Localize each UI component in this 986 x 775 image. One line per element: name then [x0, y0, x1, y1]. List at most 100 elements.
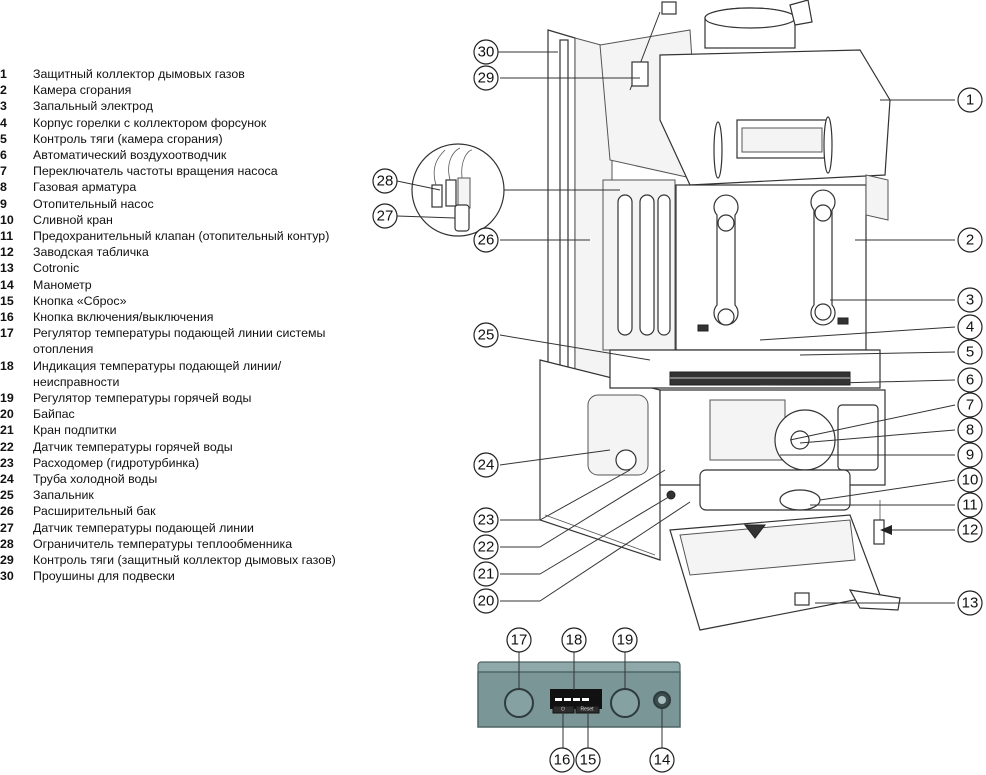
callout-21: 21	[473, 561, 499, 587]
legend-item-number: 14	[0, 277, 14, 292]
legend-item-text: Кнопка включения/выключения	[33, 310, 214, 325]
legend-item: 25 Запальник	[0, 487, 370, 503]
legend-item-number: 13	[0, 261, 14, 276]
legend-item-number: 20	[0, 407, 14, 422]
svg-text:9: 9	[966, 447, 974, 464]
legend-item: 10 Сливной кран	[0, 212, 370, 228]
legend-item-text: Запальник	[33, 488, 94, 503]
legend-item: 26 Расширительный бак	[0, 503, 370, 519]
legend-item-number: 21	[0, 423, 14, 438]
svg-text:25: 25	[478, 327, 495, 344]
svg-text:19: 19	[617, 632, 634, 649]
power-symbol: ⏻	[561, 707, 565, 713]
svg-text:26: 26	[478, 232, 495, 249]
legend-item: 30 Проушины для подвески	[0, 568, 370, 584]
legend-item-number: 9	[0, 196, 7, 211]
heating-temp-knob[interactable]	[504, 688, 534, 718]
legend-item: 4 Корпус горелки с коллектором форсунок	[0, 115, 370, 131]
legend-item-text: Корпус горелки с коллектором форсунок	[33, 115, 267, 130]
callout-12: 12	[957, 517, 983, 543]
svg-text:13: 13	[962, 595, 979, 612]
callout-4: 4	[957, 314, 983, 340]
legend-item-number: 24	[0, 472, 14, 487]
legend-item-number: 2	[0, 83, 7, 98]
legend-item-number: 25	[0, 488, 14, 503]
legend-item-text: Заводская табличка	[33, 245, 149, 260]
callout-3: 3	[957, 287, 983, 313]
legend-item-text: Расширительный бак	[33, 504, 156, 519]
burner	[609, 349, 881, 389]
legend-item-number: 11	[0, 229, 14, 244]
legend-item-number: 22	[0, 439, 14, 454]
svg-text:12: 12	[962, 522, 979, 539]
flue-gas-collector	[599, 0, 891, 186]
callout-10: 10	[957, 467, 983, 493]
callout-27: 27	[372, 203, 398, 229]
svg-text:3: 3	[966, 292, 974, 309]
callout-7: 7	[957, 392, 983, 418]
callout-2: 2	[957, 227, 983, 253]
svg-text:23: 23	[478, 512, 495, 529]
svg-text:21: 21	[478, 566, 495, 583]
legend-item-text: Переключатель частоты вращения насоса	[33, 164, 278, 179]
legend-item-text: Байпас	[33, 407, 75, 422]
svg-text:2: 2	[966, 232, 974, 249]
callout-1: 1	[957, 87, 983, 113]
legend-item-number: 16	[0, 310, 14, 325]
svg-text:22: 22	[478, 539, 495, 556]
legend-item-number: 19	[0, 391, 14, 406]
legend-item-text: Предохранительный клапан (отопительный к…	[33, 229, 330, 244]
callout-18: 18	[561, 627, 587, 653]
callout-26: 26	[473, 227, 499, 253]
legend-item-text: Кран подпитки	[33, 423, 117, 438]
legend-item-number: 26	[0, 504, 14, 519]
svg-text:14: 14	[654, 752, 671, 769]
legend-item-text: Сливной кран	[33, 212, 113, 227]
legend-item-text: Датчик температуры подающей линии	[33, 520, 254, 535]
legend-item-text: Запальный электрод	[33, 99, 153, 114]
callout-25: 25	[473, 322, 499, 348]
legend-item: 20 Байпас	[0, 406, 370, 422]
legend-item-number: 27	[0, 520, 14, 535]
combustion-chamber	[675, 174, 889, 351]
legend-item-number: 15	[0, 293, 14, 308]
legend-item-number: 3	[0, 99, 7, 114]
legend-item-number: 28	[0, 536, 14, 551]
legend-item-number: 4	[0, 115, 7, 130]
callout-28: 28	[372, 168, 398, 194]
callout-5: 5	[957, 339, 983, 365]
legend-item-text: Проушины для подвески	[33, 569, 175, 584]
svg-text:10: 10	[962, 472, 979, 489]
callout-20: 20	[473, 588, 499, 614]
legend-item-number: 30	[0, 569, 14, 584]
legend-item-number: 23	[0, 455, 14, 470]
callout-24: 24	[473, 452, 499, 478]
legend-item-number: 10	[0, 212, 14, 227]
legend-item-text: Cotronic	[33, 261, 80, 276]
callout-19: 19	[612, 627, 638, 653]
legend-item-number: 5	[0, 131, 7, 146]
legend-item: 27 Датчик температуры подающей линии	[0, 520, 370, 536]
svg-text:5: 5	[966, 344, 974, 361]
callout-23: 23	[473, 507, 499, 533]
svg-text:6: 6	[966, 372, 974, 389]
legend-item-number: 7	[0, 164, 7, 179]
svg-text:30: 30	[478, 44, 495, 61]
hot-water-temp-knob[interactable]	[610, 688, 640, 718]
expansion-tank	[602, 179, 676, 351]
legend-item: 16 Кнопка включения/выключения	[0, 309, 370, 325]
